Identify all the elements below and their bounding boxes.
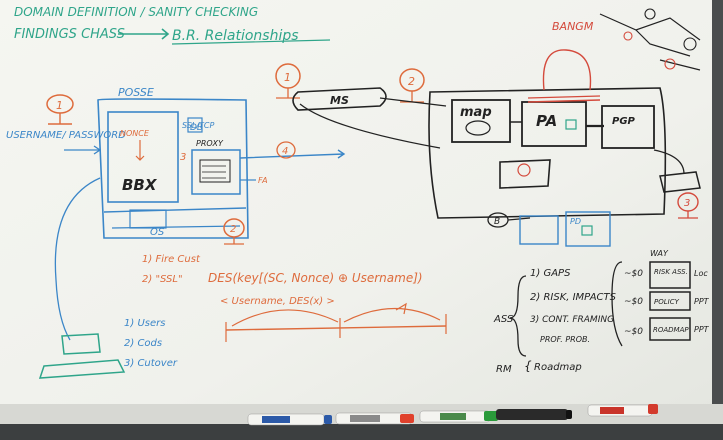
suffix-3: PPT — [694, 325, 710, 334]
assessment-item-2: 2) RISK, IMPACTS — [530, 292, 617, 303]
way-box-1: RISK ASS. — [654, 268, 688, 276]
roadmap-label: Roadmap — [534, 362, 582, 373]
estimate-3: ~$0 — [624, 327, 643, 337]
ms-label: MS — [330, 94, 349, 107]
left-step-2: 2 — [230, 224, 236, 235]
way-label: WAY — [650, 249, 669, 258]
proxy-label: PROXY — [196, 139, 224, 148]
left-step-1: 1 — [56, 99, 63, 112]
pgp-label: PGP — [612, 116, 636, 127]
way-box-2: POLICY — [654, 298, 680, 306]
suffix-2: PPT — [694, 297, 710, 306]
posse-label: POSSE — [118, 86, 154, 99]
db-label: DB — [190, 123, 203, 133]
assessment-item-4: PROF. PROB. — [540, 335, 590, 344]
pa-label: PA — [536, 112, 557, 130]
black-marker — [496, 409, 572, 420]
right-step-3: 3 — [684, 198, 690, 209]
sequence-label: < Username, DES(x) > — [220, 296, 335, 307]
estimate-1: ~$0 — [624, 269, 643, 279]
os-label: OS — [150, 227, 165, 238]
bangm-label: BANGM — [552, 20, 594, 33]
header-line-1: DOMAIN DEFINITION / SANITY CHECKING — [14, 5, 258, 19]
suffix-1: Loc — [694, 269, 708, 278]
estimate-2: ~$0 — [624, 297, 643, 307]
assessment-item-1: 1) GAPS — [530, 268, 571, 279]
b-label: B — [494, 217, 500, 227]
left-list-2: 2) "SSL" — [142, 274, 183, 285]
left-list-1: 1) Fire Cust — [142, 254, 201, 265]
red-marker — [336, 413, 414, 424]
left-step-3: 3 — [180, 152, 186, 163]
whiteboard-surface — [0, 0, 723, 412]
assessment-item-3: 3) CONT. FRAMING — [530, 315, 614, 325]
svg-text:{: { — [524, 359, 532, 373]
fa-label: FA — [258, 176, 268, 185]
blue-marker — [248, 414, 332, 425]
red-marker-2 — [588, 404, 658, 416]
bottom-list-2: 2) Cods — [124, 338, 162, 349]
right-step-1: 1 — [284, 71, 291, 84]
des-formula: DES(key[(SC, Nonce) ⊕ Username]) — [208, 271, 423, 285]
svg-text:NONCE: NONCE — [120, 129, 150, 138]
bottom-list-3: 3) Cutover — [124, 358, 178, 369]
bbx-label: BBX — [122, 176, 158, 194]
green-marker — [420, 411, 498, 422]
board-right-frame — [712, 0, 723, 412]
left-step-4: 4 — [282, 146, 288, 157]
right-step-2: 2 — [408, 75, 415, 88]
map-label: map — [460, 105, 492, 120]
rm-label: RM — [496, 364, 512, 375]
way-box-3: ROADMAP — [653, 326, 689, 334]
header-line-2-left: FINDINGS CHASS — [14, 27, 125, 42]
pd-label: PD — [570, 217, 581, 226]
bottom-list-1: 1) Users — [124, 318, 165, 329]
ass-label: ASS — [493, 314, 514, 325]
